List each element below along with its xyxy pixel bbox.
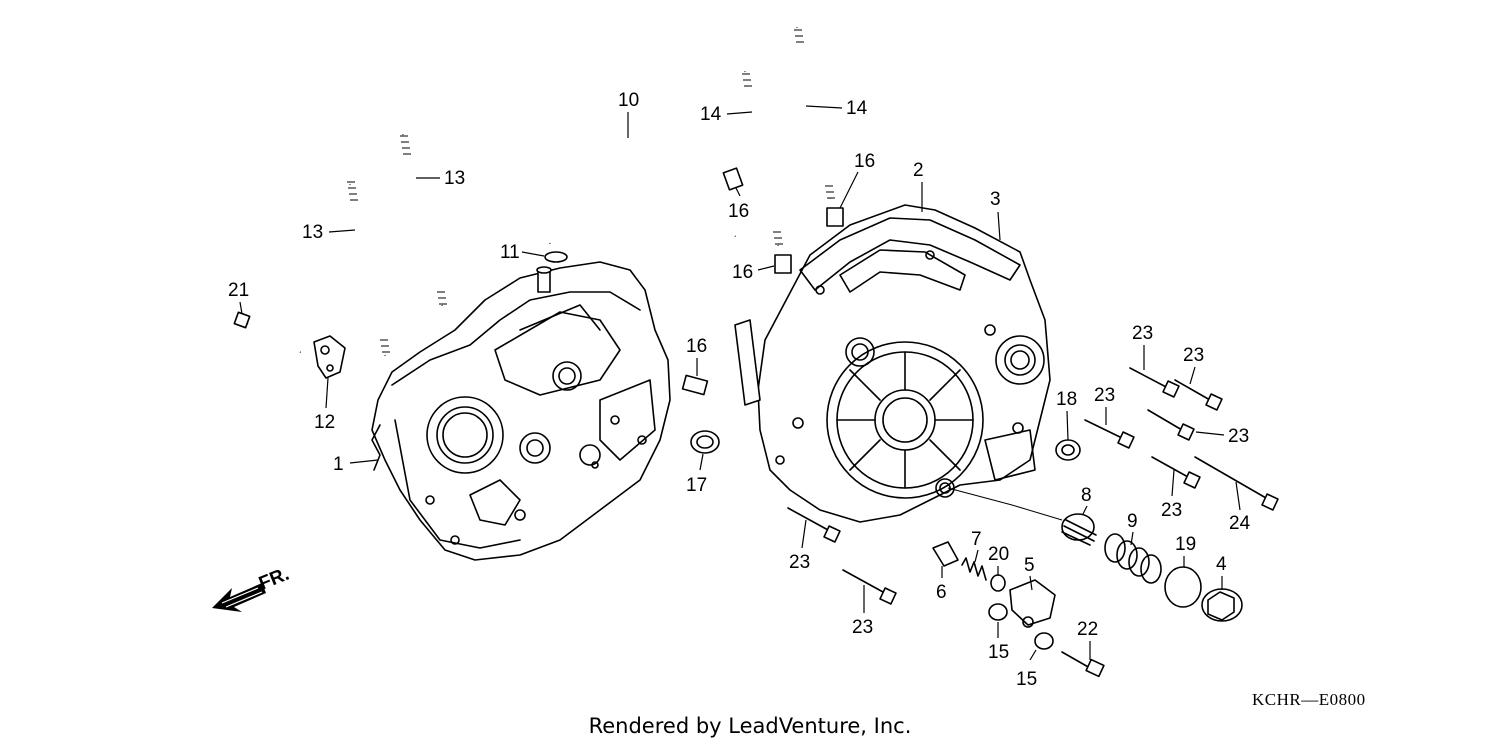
callout-10: 10 <box>618 90 639 111</box>
callout-19: 19 <box>1175 534 1196 555</box>
oil-seal-18 <box>1055 439 1081 461</box>
stud-bolt-14b <box>794 27 835 199</box>
drain-plug-4 <box>1201 588 1243 622</box>
callout-23c: 23 <box>1094 385 1115 406</box>
drawing-code: KCHR—E0800 <box>1252 690 1366 709</box>
callout-4: 4 <box>1216 554 1227 575</box>
bolt-23e <box>1151 456 1201 489</box>
callout-14b: 14 <box>846 98 868 119</box>
callout-22: 22 <box>1077 619 1098 640</box>
callout-13a: 13 <box>444 168 465 189</box>
bolt-24 <box>1194 456 1279 511</box>
left-crankcase <box>371 261 671 561</box>
callout-15b: 15 <box>1016 669 1037 690</box>
callout-16d: 16 <box>686 336 707 357</box>
callout-6: 6 <box>936 582 947 603</box>
bolt-23g <box>842 569 897 605</box>
washer-15a <box>988 603 1008 621</box>
bearing-17 <box>690 430 720 454</box>
bolt-22 <box>1061 651 1105 678</box>
stud-bolt-14a <box>742 71 783 246</box>
dowel-pin-16b <box>774 254 792 274</box>
callout-5: 5 <box>1024 555 1035 576</box>
front-indicator-label: FR. <box>256 564 292 595</box>
callout-14a: 14 <box>700 104 722 125</box>
dowel-pin-16d <box>681 374 709 396</box>
callout-24: 24 <box>1229 513 1251 534</box>
breather-tube <box>549 139 736 244</box>
hose-clip <box>544 251 568 263</box>
callout-3: 3 <box>990 189 1001 210</box>
filter-screen-8 <box>1061 513 1097 546</box>
breather-tube-core <box>548 138 737 244</box>
callout-23a: 23 <box>1132 323 1153 344</box>
callout-7: 7 <box>971 529 982 550</box>
callout-20: 20 <box>988 544 1009 565</box>
render-credit-text: Rendered by LeadVenture, Inc. <box>588 714 912 738</box>
callout-11: 11 <box>500 242 520 263</box>
callout-1: 1 <box>333 454 344 475</box>
callout-18: 18 <box>1056 389 1077 410</box>
callout-16c: 16 <box>854 151 875 172</box>
front-arrow-icon <box>212 583 266 612</box>
callout-23d: 23 <box>1228 426 1249 447</box>
callout-16b: 16 <box>732 262 753 283</box>
bolt-21 <box>233 311 301 354</box>
bolt-23b <box>1174 379 1223 411</box>
bolt-23f <box>787 507 841 543</box>
bolt-23c <box>1084 419 1135 449</box>
bracket-12 <box>313 335 346 379</box>
render-credit: Rendered by LeadVenture, Inc. <box>0 714 1500 738</box>
washer-15b <box>1034 632 1054 650</box>
bolt-23a <box>1129 367 1180 398</box>
callout-13b: 13 <box>302 222 323 243</box>
callout-21: 21 <box>228 280 249 301</box>
callout-23f: 23 <box>789 552 810 573</box>
callout-2: 2 <box>913 160 924 181</box>
callout-17: 17 <box>686 475 707 496</box>
callout-16a: 16 <box>728 201 749 222</box>
bolt-23d <box>1147 409 1195 441</box>
callout-9: 9 <box>1127 511 1138 532</box>
callout-23g: 23 <box>852 617 873 638</box>
stud-bolt-13a <box>347 181 390 356</box>
stud-bolt-13b <box>400 134 447 306</box>
spring-9 <box>1104 533 1162 584</box>
right-crankcase <box>734 204 1051 523</box>
callout-12: 12 <box>314 412 335 433</box>
o-ring-19 <box>1164 566 1202 608</box>
callout-15a: 15 <box>988 642 1009 663</box>
o-ring-20 <box>990 574 1006 592</box>
dowel-pin-16a <box>722 167 744 191</box>
dowel-pin-16c <box>826 207 844 227</box>
callout-23e: 23 <box>1161 500 1182 521</box>
spring-7 <box>961 557 987 581</box>
plunger-6 <box>932 541 959 567</box>
callout-8: 8 <box>1081 485 1092 506</box>
callout-23b: 23 <box>1183 345 1204 366</box>
callouts: 1 2 3 4 5 6 7 8 9 10 11 12 13 13 14 14 1 <box>228 90 1251 690</box>
switch-5 <box>1009 579 1056 628</box>
